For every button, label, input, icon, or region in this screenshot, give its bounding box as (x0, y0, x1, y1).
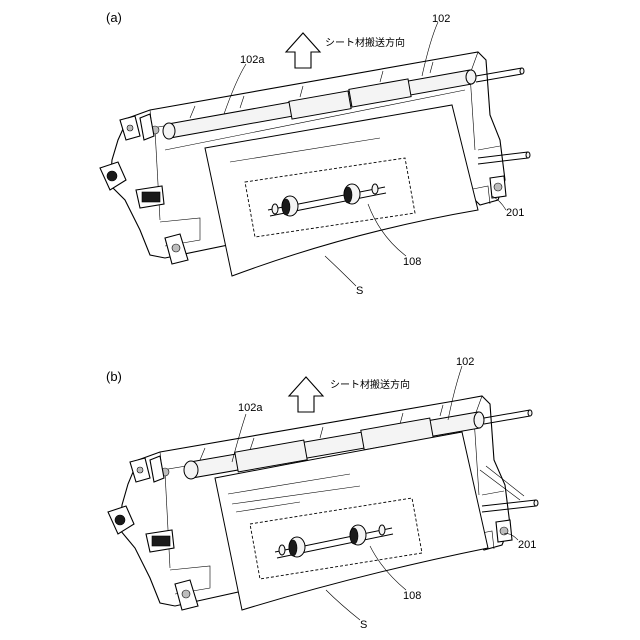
leader-s (326, 590, 360, 620)
bracket-201 (490, 176, 506, 198)
label-201: 201 (506, 207, 524, 219)
label-s: S (360, 619, 367, 631)
label-102: 102 (432, 13, 450, 25)
direction-arrow (286, 33, 320, 68)
bracket-201 (496, 520, 512, 542)
label-108: 108 (403, 256, 421, 268)
label-201: 201 (518, 539, 536, 551)
direction-label: シート材搬送方向 (325, 36, 405, 49)
direction-label: シート材搬送方向 (330, 378, 410, 391)
panel-label: (b) (106, 369, 122, 384)
panel-label: (a) (106, 10, 122, 25)
label-s: S (356, 285, 363, 297)
label-102: 102 (456, 356, 474, 368)
panel-b: (b) シート材搬送方向 (106, 356, 538, 631)
leader-s (325, 256, 356, 286)
panel-a: (a) シート材搬送方向 (100, 10, 530, 297)
label-108: 108 (403, 590, 421, 602)
label-102a: 102a (240, 54, 265, 66)
label-102a: 102a (238, 402, 263, 414)
direction-arrow (289, 377, 323, 412)
